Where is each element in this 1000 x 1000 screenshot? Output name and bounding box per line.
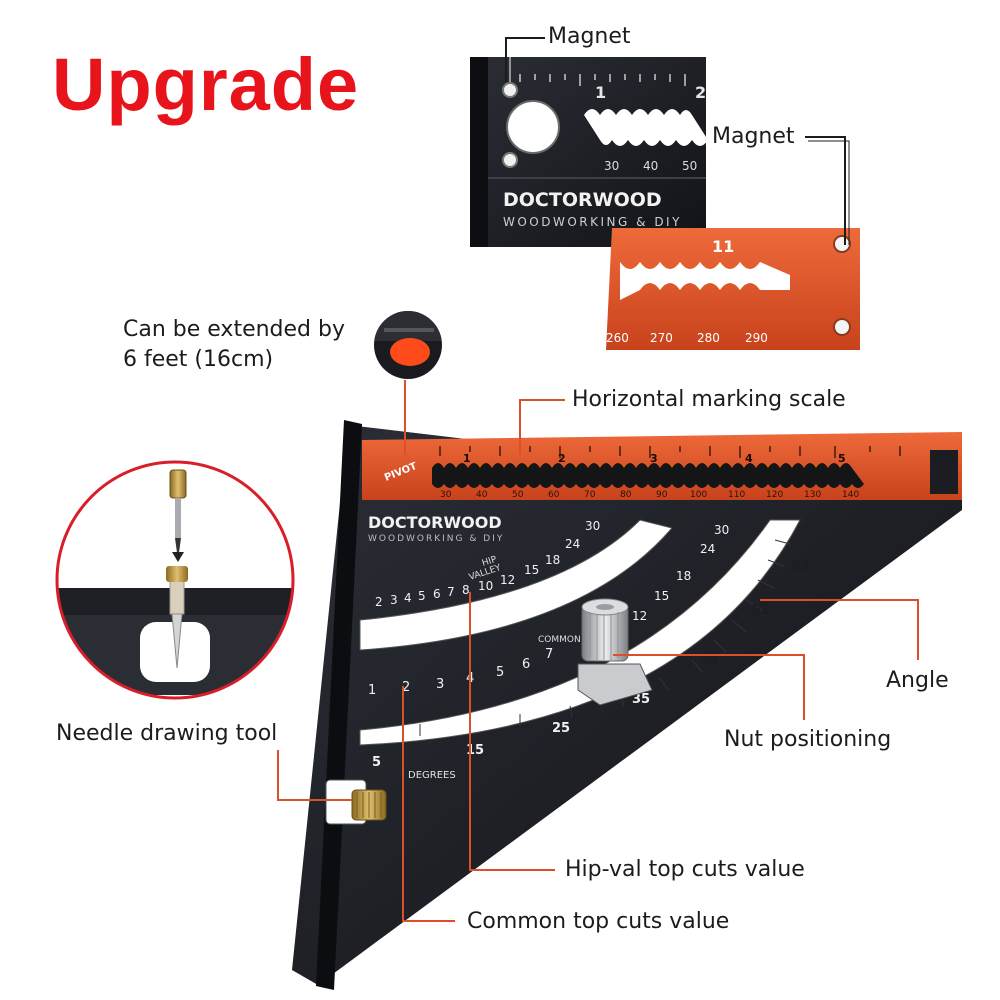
magnet-inset-black: 1 2 30 40 50 DOCTORWOOD WOODWORKING & DI… xyxy=(470,57,708,247)
common-number-1: 1 xyxy=(368,683,376,698)
label-hip-val: Hip-val top cuts value xyxy=(565,857,805,882)
common-number-5: 5 xyxy=(496,665,504,680)
orange-sub-270: 270 xyxy=(650,331,673,345)
degree-number-15: 15 xyxy=(466,743,484,758)
arc-number-15: 15 xyxy=(654,589,669,603)
bar-sub-30: 30 xyxy=(440,490,452,500)
bar-number-4: 4 xyxy=(745,452,753,465)
hip-number-5: 5 xyxy=(418,589,426,603)
arc-number-12: 12 xyxy=(632,609,647,623)
hip-number-12: 12 xyxy=(500,573,515,587)
degrees-label: DEGREES xyxy=(408,770,456,781)
label-horizontal-scale: Horizontal marking scale xyxy=(572,387,846,412)
common-number-7: 7 xyxy=(545,647,553,662)
top-sub-30: 30 xyxy=(604,159,619,173)
degree-number-5: 5 xyxy=(372,755,381,770)
label-extend-line1: Can be extended by xyxy=(123,317,345,342)
magnet-inset-orange: 11 260 270 280 290 xyxy=(606,228,860,350)
bar-sub-130: 130 xyxy=(804,490,821,500)
orange-sub-290: 290 xyxy=(745,331,768,345)
hip-number-15: 15 xyxy=(524,563,539,577)
bar-sub-60: 60 xyxy=(548,490,560,500)
hip-label: HIP xyxy=(481,555,499,569)
hip-number-6: 6 xyxy=(433,587,441,601)
bar-sub-110: 110 xyxy=(728,490,745,500)
label-needle-tool: Needle drawing tool xyxy=(56,721,278,746)
common-label: COMMON xyxy=(538,635,581,645)
degree-number-65: 65 xyxy=(792,559,810,574)
hip-number-2: 2 xyxy=(375,595,383,609)
headline: Upgrade xyxy=(52,43,360,126)
bar-sub-140: 140 xyxy=(842,490,859,500)
label-angle: Angle xyxy=(886,668,949,693)
label-magnet-top: Magnet xyxy=(548,24,631,49)
top-scale-number-2: 2 xyxy=(695,83,706,102)
top-sub-40: 40 xyxy=(643,159,658,173)
bar-number-3: 3 xyxy=(650,452,658,465)
hip-number-7: 7 xyxy=(447,585,455,599)
hip-number-24: 24 xyxy=(565,537,580,551)
bar-sub-90: 90 xyxy=(656,490,668,500)
hip-number-8: 8 xyxy=(462,583,470,597)
bar-sub-70: 70 xyxy=(584,490,596,500)
common-number-2: 2 xyxy=(402,680,410,695)
body-brand: DOCTORWOOD xyxy=(368,513,502,532)
common-number-6: 6 xyxy=(522,657,530,672)
hip-number-30: 30 xyxy=(585,519,600,533)
common-number-3: 3 xyxy=(436,677,444,692)
label-nut-positioning: Nut positioning xyxy=(724,727,892,752)
bar-sub-50: 50 xyxy=(512,490,524,500)
extension-knob-inset xyxy=(374,311,442,379)
label-extend-line2: 6 feet (16cm) xyxy=(123,347,274,372)
orange-inset-number: 11 xyxy=(712,237,734,256)
hip-number-10: 10 xyxy=(478,579,493,593)
degree-number-25: 25 xyxy=(552,721,570,736)
inset-brand: DOCTORWOOD xyxy=(503,189,662,211)
degree-number-45: 45 xyxy=(700,651,718,666)
hip-number-4: 4 xyxy=(404,591,412,605)
leader-lines xyxy=(277,37,919,922)
orange-sub-260: 260 xyxy=(606,331,629,345)
bar-number-2: 2 xyxy=(558,452,566,465)
bar-sub-80: 80 xyxy=(620,490,632,500)
degree-number-55: 55 xyxy=(752,603,770,618)
arc-number-18: 18 xyxy=(676,569,691,583)
needle-tool-inset xyxy=(55,460,295,700)
label-magnet-right: Magnet xyxy=(712,124,795,149)
bar-number-5: 5 xyxy=(838,452,846,465)
body-tagline: WOODWORKING & DIY xyxy=(368,534,504,544)
top-sub-50: 50 xyxy=(682,159,697,173)
speed-square: 1 2 3 4 5 30 40 50 60 70 80 90 100 110 1… xyxy=(292,420,962,990)
bar-sub-120: 120 xyxy=(766,490,783,500)
hip-number-18: 18 xyxy=(545,553,560,567)
arc-number-30: 30 xyxy=(714,523,729,537)
bar-sub-100: 100 xyxy=(690,490,707,500)
degree-number-35: 35 xyxy=(632,692,650,707)
arc-number-24: 24 xyxy=(700,542,715,556)
bar-number-1: 1 xyxy=(463,452,471,465)
top-scale-number-1: 1 xyxy=(595,83,606,102)
bar-sub-40: 40 xyxy=(476,490,488,500)
orange-sub-280: 280 xyxy=(697,331,720,345)
hip-number-3: 3 xyxy=(390,593,398,607)
inset-tagline: WOODWORKING & DIY xyxy=(503,215,682,229)
label-common: Common top cuts value xyxy=(467,909,730,934)
